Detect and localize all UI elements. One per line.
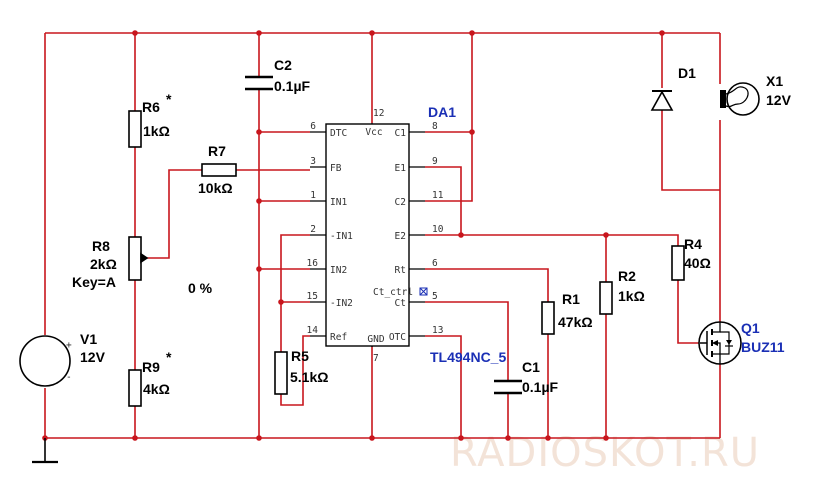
r1-resistor: R1 47kΩ xyxy=(541,291,593,335)
svg-text:Ct: Ct xyxy=(395,298,406,309)
svg-text:16: 16 xyxy=(307,258,319,269)
ic-part: TL494NC_5 xyxy=(430,349,506,365)
r1-value: 47kΩ xyxy=(558,314,593,330)
q1-value: BUZ11 xyxy=(741,339,785,355)
svg-text:+: + xyxy=(66,340,72,351)
c2-ref: C2 xyxy=(274,57,292,73)
ct-ctrl-label: Ct_ctrl xyxy=(373,287,413,298)
svg-text:-: - xyxy=(66,372,72,383)
svg-text:E1: E1 xyxy=(395,163,407,174)
v1-ref: V1 xyxy=(80,331,97,347)
svg-text:11: 11 xyxy=(432,190,444,201)
r8-potentiometer: R8 2kΩ Key=A 0 % xyxy=(72,236,213,296)
q1-ref: Q1 xyxy=(741,320,760,336)
r4-ref: R4 xyxy=(684,236,702,252)
svg-text:6: 6 xyxy=(432,258,438,269)
x1-ref: X1 xyxy=(766,73,783,89)
svg-text:5: 5 xyxy=(432,291,438,302)
r9-ref: R9 xyxy=(142,359,160,375)
svg-text:10: 10 xyxy=(432,224,444,235)
svg-text:Rt: Rt xyxy=(395,265,406,276)
ic-ref: DA1 xyxy=(428,104,456,120)
d1-ref: D1 xyxy=(678,65,696,81)
r8-value: 2kΩ xyxy=(90,256,117,272)
c1-value: 0.1µF xyxy=(522,379,559,395)
r5-value: 5.1kΩ xyxy=(290,369,328,385)
svg-text:6: 6 xyxy=(310,121,316,132)
svg-text:C1: C1 xyxy=(395,128,407,139)
svg-text:*: * xyxy=(166,349,172,365)
r5-resistor: R5 5.1kΩ xyxy=(274,348,328,395)
svg-text:12: 12 xyxy=(373,108,384,119)
x1-lamp: X1 12V xyxy=(720,73,792,116)
r7-resistor: R7 10kΩ xyxy=(198,143,237,196)
svg-text:7: 7 xyxy=(373,353,379,364)
r2-resistor: R2 1kΩ xyxy=(599,268,645,315)
svg-text:8: 8 xyxy=(432,121,438,132)
ic-da1: DA1 TL494NC_5 12 Vcc 7 GND 6 DTC 3 FB 1 … xyxy=(307,104,507,365)
d1-diode: D1 xyxy=(650,65,696,111)
r4-resistor: R4 40Ω xyxy=(671,236,711,281)
c2-value: 0.1µF xyxy=(274,78,311,94)
v1-value: 12V xyxy=(80,349,106,365)
r8-setting: 0 % xyxy=(188,280,213,296)
r4-value: 40Ω xyxy=(684,255,711,271)
c1-ref: C1 xyxy=(522,359,540,375)
r6-ref: R6 xyxy=(142,99,160,115)
r7-value: 10kΩ xyxy=(198,180,233,196)
svg-text:15: 15 xyxy=(307,291,318,302)
svg-text:2: 2 xyxy=(310,224,316,235)
r9-resistor: R9 * 4kΩ xyxy=(128,349,172,407)
svg-text:IN2: IN2 xyxy=(330,265,347,276)
r2-value: 1kΩ xyxy=(618,288,645,304)
svg-text:Vcc: Vcc xyxy=(365,127,382,138)
svg-text:1: 1 xyxy=(310,190,316,201)
svg-text:*: * xyxy=(166,91,172,107)
ct-ctrl-marker-icon xyxy=(419,287,428,296)
svg-text:E2: E2 xyxy=(395,231,406,242)
svg-text:-IN1: -IN1 xyxy=(330,231,353,242)
c1-capacitor: C1 0.1µF xyxy=(494,359,559,395)
svg-text:9: 9 xyxy=(432,156,438,167)
r5-ref: R5 xyxy=(291,348,309,364)
q1-mosfet: Q1 BUZ11 xyxy=(698,320,785,365)
ground-icon xyxy=(32,438,58,464)
svg-text:GND: GND xyxy=(367,334,384,345)
wires xyxy=(44,32,721,439)
svg-text:13: 13 xyxy=(432,325,443,336)
c2-capacitor: C2 0.1µF xyxy=(245,57,311,94)
r6-value: 1kΩ xyxy=(143,123,170,139)
r1-ref: R1 xyxy=(562,291,580,307)
r2-ref: R2 xyxy=(618,268,636,284)
svg-text:3: 3 xyxy=(310,156,316,167)
svg-text:DTC: DTC xyxy=(330,128,347,139)
v1-source: + - V1 12V xyxy=(19,331,106,387)
svg-text:14: 14 xyxy=(307,325,319,336)
r8-key: Key=A xyxy=(72,274,116,290)
r6-resistor: R6 * 1kΩ xyxy=(128,91,172,148)
svg-text:Ref: Ref xyxy=(330,332,347,343)
svg-text:IN1: IN1 xyxy=(330,197,347,208)
junctions xyxy=(42,30,665,441)
x1-value: 12V xyxy=(766,92,792,108)
svg-text:C2: C2 xyxy=(395,197,406,208)
svg-text:OTC: OTC xyxy=(389,332,406,343)
svg-text:-IN2: -IN2 xyxy=(330,298,353,309)
r9-value: 4kΩ xyxy=(143,381,170,397)
r7-ref: R7 xyxy=(208,143,226,159)
svg-text:FB: FB xyxy=(330,163,342,174)
r8-ref: R8 xyxy=(92,238,110,254)
